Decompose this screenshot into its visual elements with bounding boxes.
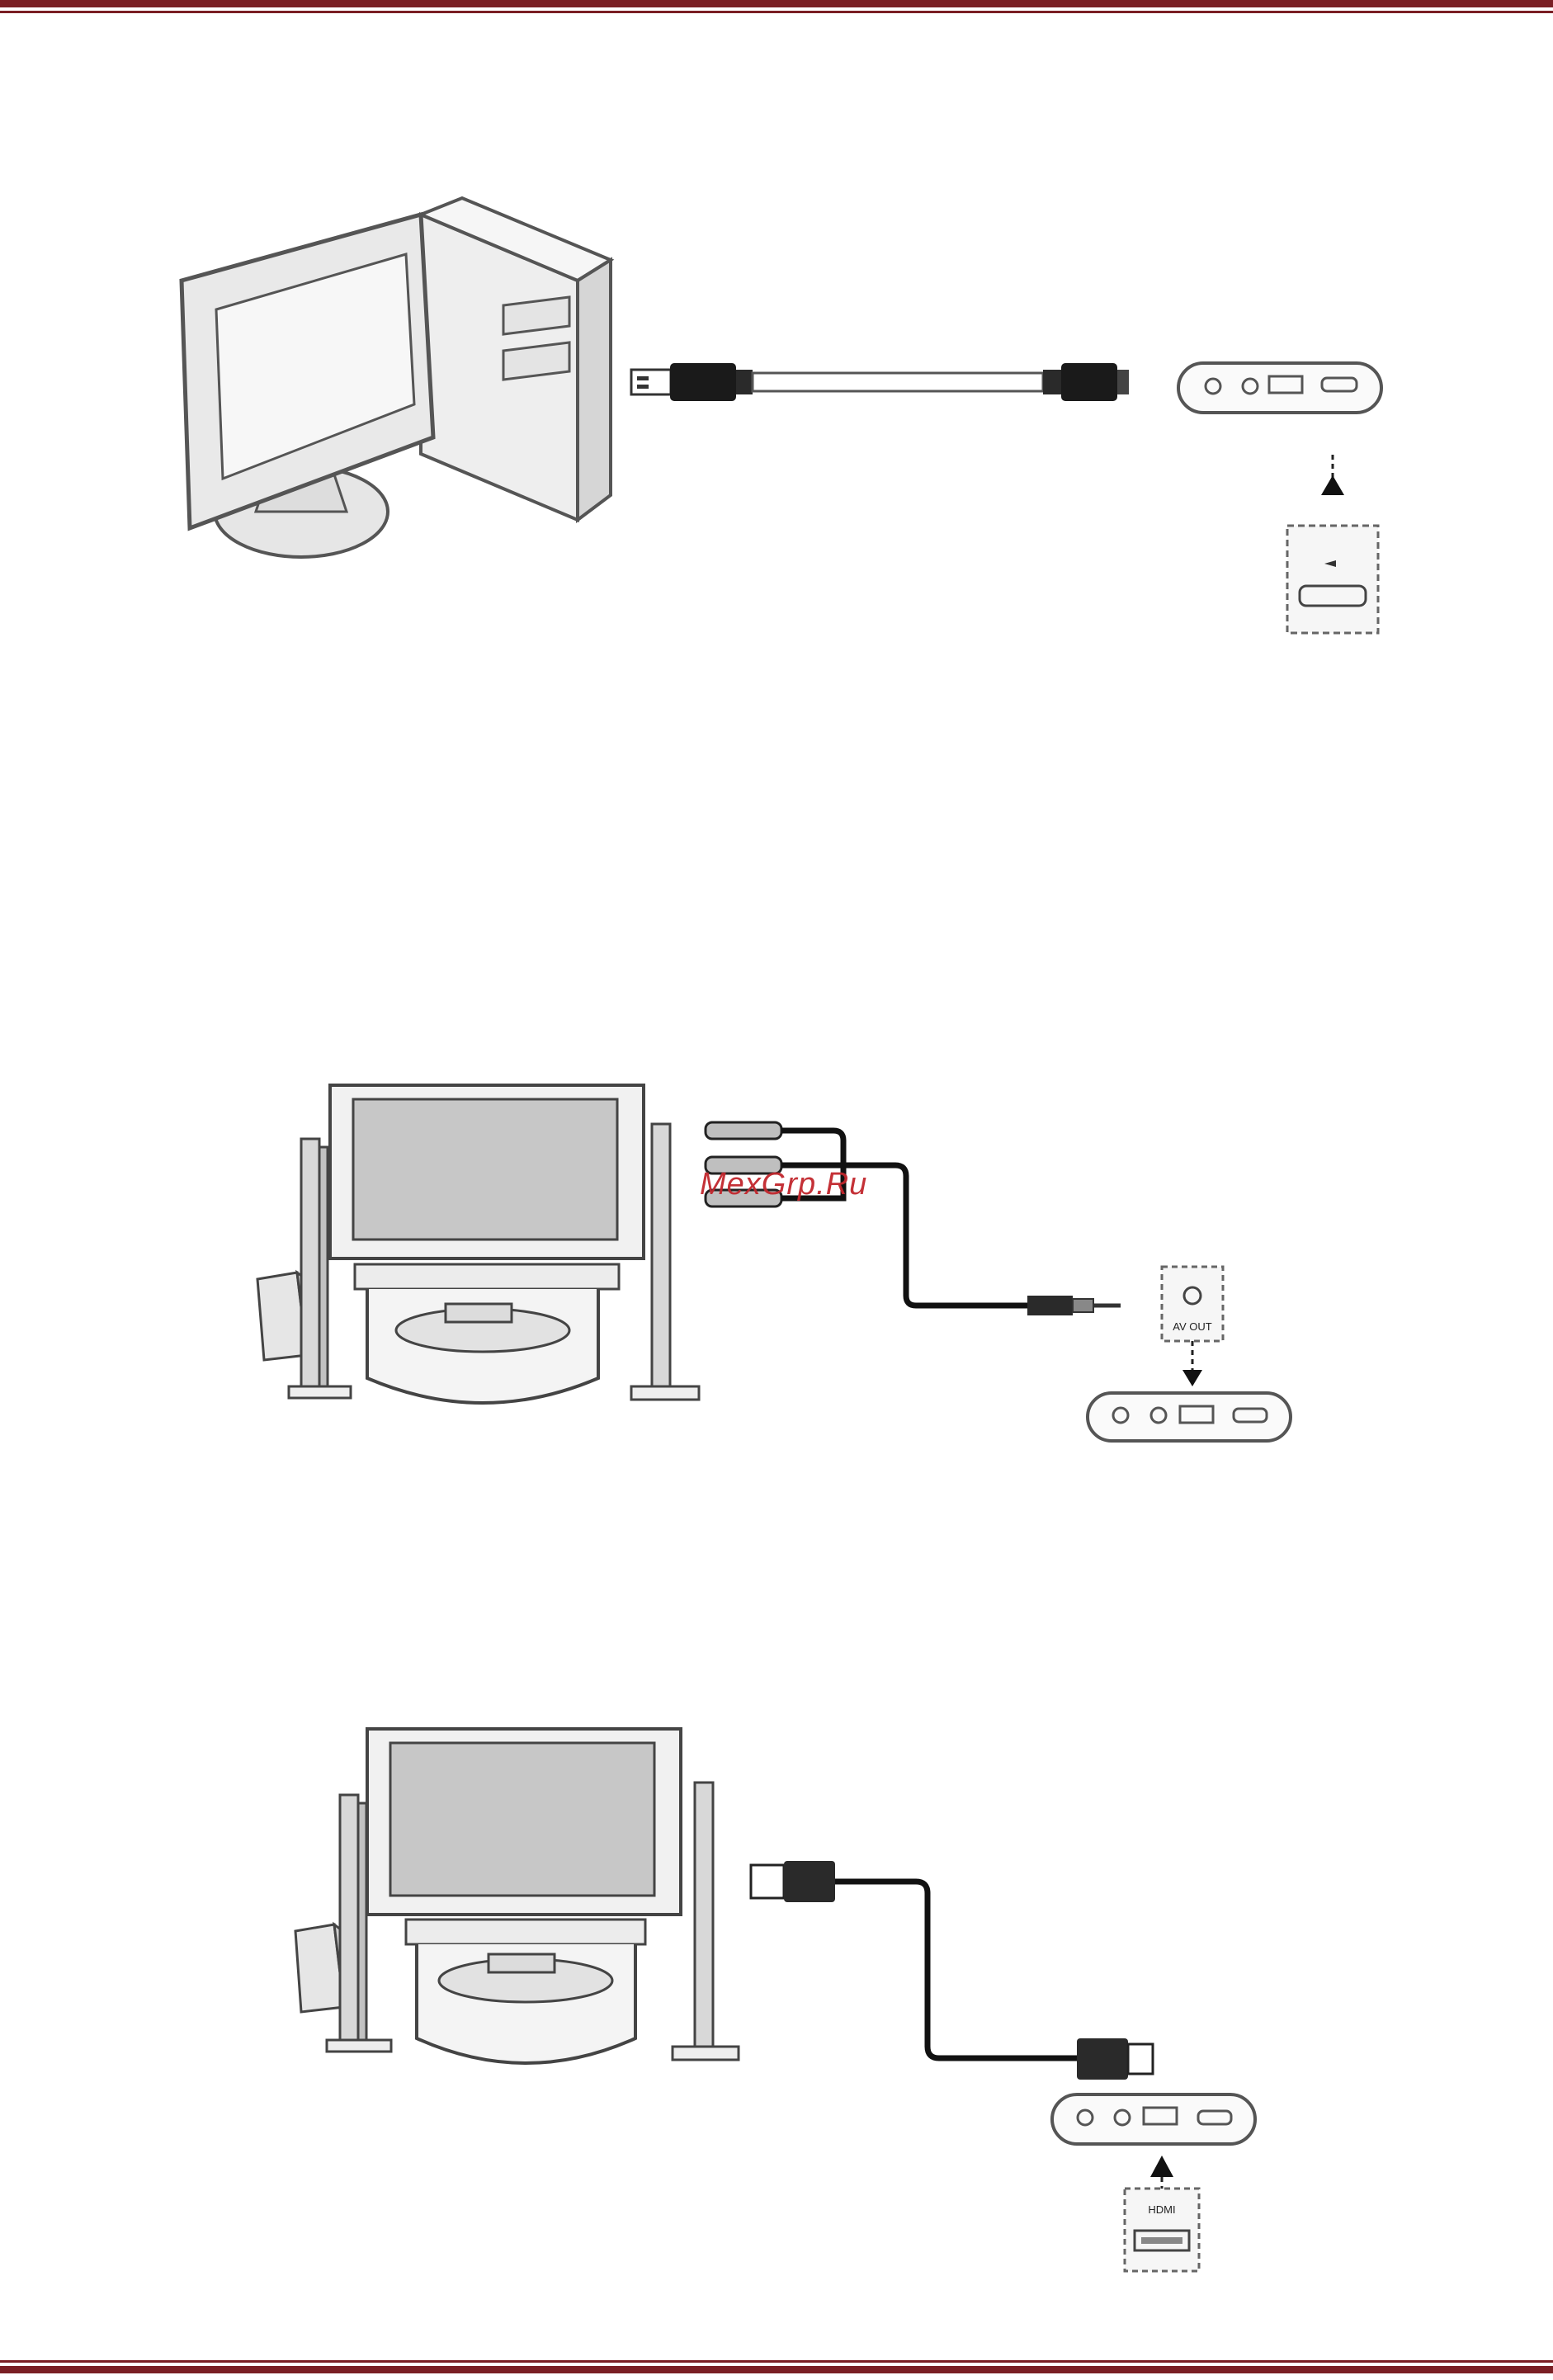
television-icon — [330, 1085, 644, 1403]
monitor-icon — [182, 215, 433, 557]
figure-hdmi-connection: HDMI — [0, 1700, 1553, 2294]
television-icon — [367, 1729, 681, 2063]
port-callout-hdmi: HDMI — [1125, 2156, 1199, 2271]
figure-pc-usb-connection — [0, 165, 1553, 660]
rca-plugs-icon — [706, 1122, 1027, 1306]
av-out-label: AV OUT — [1173, 1320, 1211, 1333]
hdmi-label: HDMI — [1148, 2203, 1175, 2216]
media-player-device — [1178, 363, 1381, 413]
computer-tower-icon — [421, 198, 611, 520]
figure-av-out-connection: AV OUT — [0, 1048, 1553, 1510]
media-player-device — [1052, 2094, 1255, 2144]
port-callout-usb — [1287, 454, 1378, 633]
media-player-device — [1088, 1393, 1291, 1441]
header-rule — [0, 0, 1553, 13]
usb-cable-icon — [631, 363, 1129, 401]
footer-rule — [0, 2360, 1553, 2373]
port-callout-av-out: AV OUT — [1162, 1267, 1223, 1386]
hdmi-cable-icon — [751, 1861, 1153, 2080]
watermark: MexGrp.Ru — [700, 1167, 867, 1202]
av-jack-icon — [1027, 1296, 1121, 1315]
